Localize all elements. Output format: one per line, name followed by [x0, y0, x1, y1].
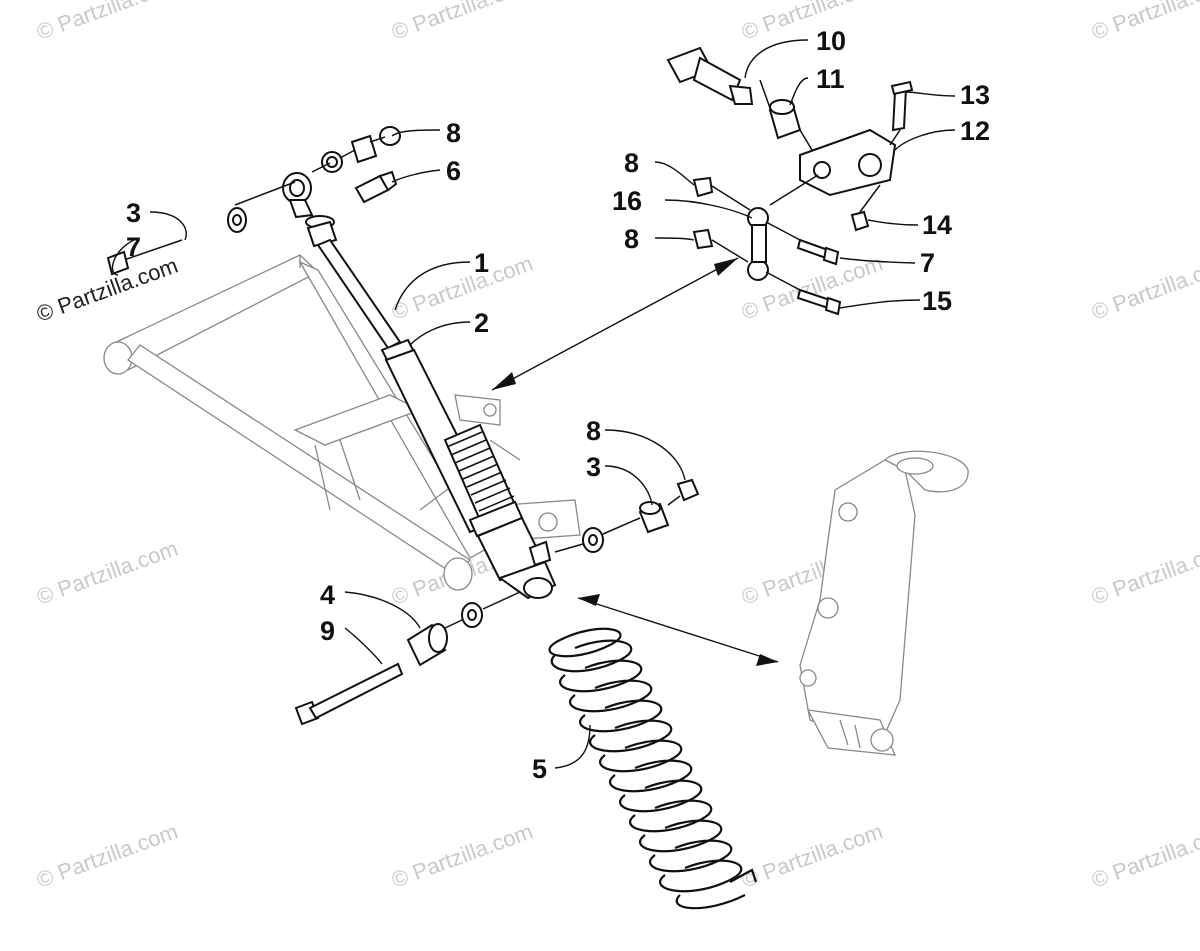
callout-1: 1: [474, 248, 489, 278]
callout-8-lower: 8: [586, 416, 601, 446]
watermark: © Partzilla.com: [33, 0, 181, 45]
watermark: © Partzilla.com: [33, 819, 181, 893]
callout-8-link-upper: 8: [624, 148, 639, 178]
watermark: © Partzilla.com: [1088, 0, 1200, 45]
watermark-dark: © Partzilla.com: [33, 253, 181, 327]
shock-absorber[interactable]: [282, 172, 557, 600]
callout-2: 2: [474, 308, 489, 338]
callout-10: 10: [816, 26, 846, 56]
callout-9: 9: [320, 616, 335, 646]
callout-14: 14: [922, 210, 952, 240]
callout-3-upper: 3: [126, 198, 141, 228]
coil-spring[interactable]: [548, 627, 758, 910]
lower-mount-hardware: [294, 478, 700, 726]
callout-16: 16: [612, 186, 642, 216]
callout-8-top-left: 8: [446, 118, 461, 148]
assembly-arrows: [491, 257, 779, 666]
watermark: © Partzilla.com: [33, 536, 181, 610]
spindle-knuckle: [799, 450, 969, 756]
watermark: © Partzilla.com: [738, 819, 886, 893]
leader-lines: [111, 39, 956, 769]
callout-6: 6: [446, 156, 461, 186]
callout-3-lower: 3: [586, 452, 601, 482]
callout-11: 11: [816, 64, 845, 94]
callout-13: 13: [960, 80, 990, 110]
watermark: © Partzilla.com: [1088, 251, 1200, 325]
watermark-group: © Partzilla.com © Partzilla.com © Partzi…: [33, 0, 1200, 893]
watermark: © Partzilla.com: [1088, 819, 1200, 893]
callout-15: 15: [922, 286, 952, 316]
upper-mount-hardware: [106, 126, 401, 276]
watermark: © Partzilla.com: [388, 819, 536, 893]
linkage-assembly: [666, 46, 914, 316]
watermark: © Partzilla.com: [388, 0, 536, 45]
a-arm-frame: [103, 254, 581, 591]
watermark: © Partzilla.com: [738, 0, 886, 45]
callout-12: 12: [960, 116, 990, 146]
callout-7-left: 7: [126, 232, 141, 262]
watermark: © Partzilla.com: [1088, 536, 1200, 610]
callout-5: 5: [532, 754, 547, 784]
callout-8-link-lower: 8: [624, 224, 639, 254]
callout-7-right: 7: [920, 248, 935, 278]
callout-4: 4: [320, 580, 335, 610]
callout-labels: 1 2 3 7 8 6 10 11 13 12 8 16 8 14 7 15 8…: [126, 26, 990, 784]
